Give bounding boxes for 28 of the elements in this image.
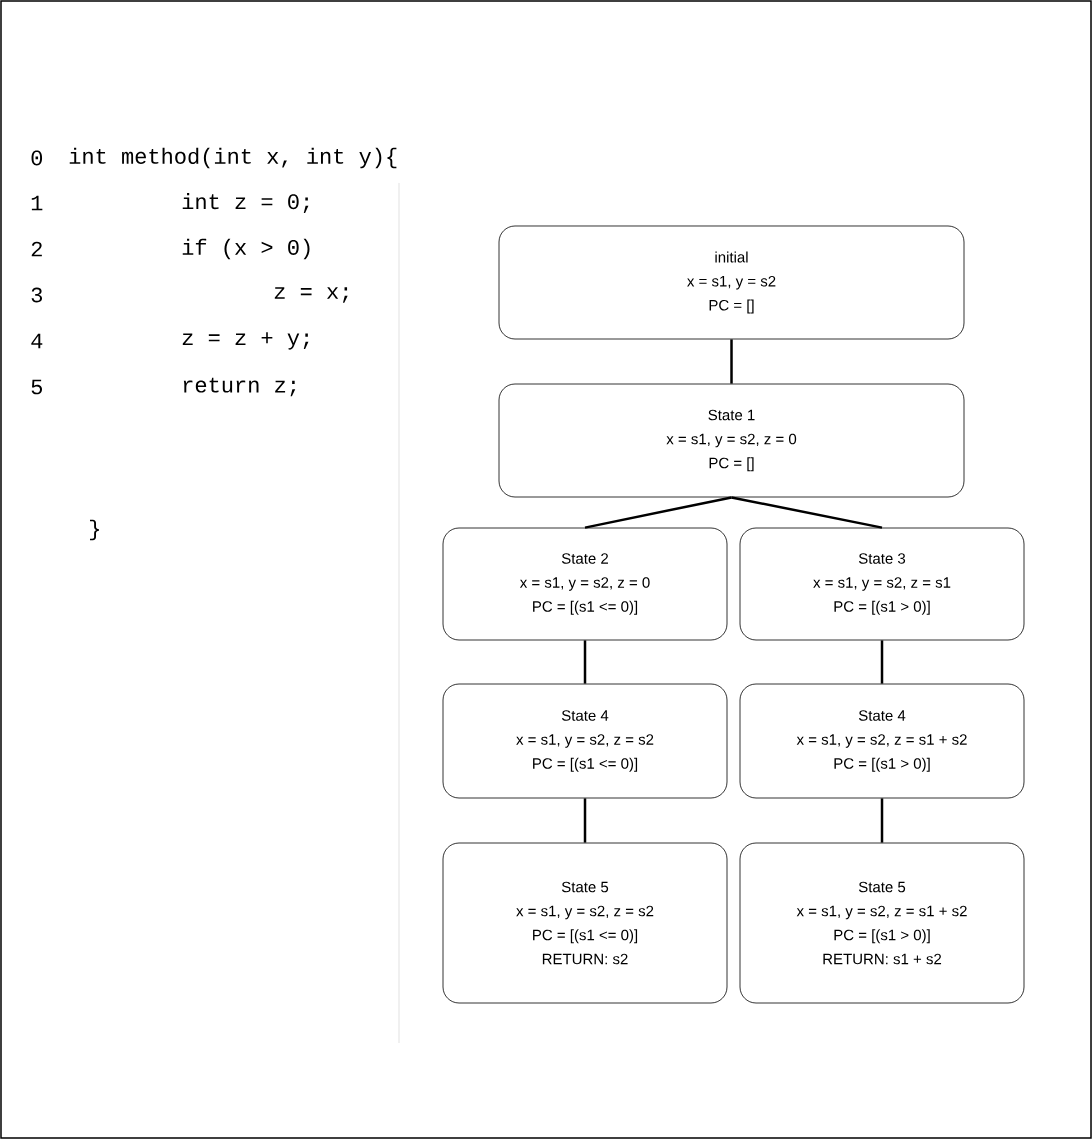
line-number: 1 xyxy=(31,195,43,211)
state-box: initial x = s1, y = s2 PC = [] xyxy=(498,225,965,340)
code-line: } xyxy=(90,519,99,541)
state-box: State 4 x = s1, y = s2, z = s1 + s2 PC = [(s1 > 0)] xyxy=(739,683,1025,799)
line-number: 0 xyxy=(31,150,43,166)
state-box: State 1 x = s1, y = s2, z = 0 PC = [] xyxy=(498,383,965,498)
code-line: return z; xyxy=(183,377,296,397)
connector-line xyxy=(730,339,733,384)
connector-line xyxy=(880,798,884,843)
connector-line xyxy=(880,640,884,684)
line-number: 4 xyxy=(31,333,43,349)
code-line: int z = 0; xyxy=(182,193,309,213)
line-number: 3 xyxy=(31,287,42,303)
state-box: State 5 x = s1, y = s2, z = s2 PC = [(s1 <= 0)] RETURN: s2 xyxy=(442,842,728,1004)
line-number: 5 xyxy=(31,379,42,395)
connector-line xyxy=(584,496,732,529)
state-box: State 2 x = s1, y = s2, z = 0 PC = [(s1 <= 0)] xyxy=(442,527,728,641)
line-number: 2 xyxy=(31,241,42,257)
code-line: if (x > 0) xyxy=(182,238,310,260)
code-line: z = x; xyxy=(274,287,348,303)
code-line: z = z + y; xyxy=(182,332,309,350)
state-box: State 5 x = s1, y = s2, z = s1 + s2 PC = [(s1 > 0)] RETURN: s1 + s2 xyxy=(739,842,1025,1004)
code-line: int method(int x, int y){ xyxy=(69,147,397,169)
connector-line xyxy=(583,640,587,684)
state-box: State 3 x = s1, y = s2, z = s1 PC = [(s1 > 0)] xyxy=(739,527,1025,641)
connector-line xyxy=(583,798,587,843)
connector-line xyxy=(731,496,883,529)
state-box: State 4 x = s1, y = s2, z = s2 PC = [(s1 <= 0)] xyxy=(442,683,728,799)
